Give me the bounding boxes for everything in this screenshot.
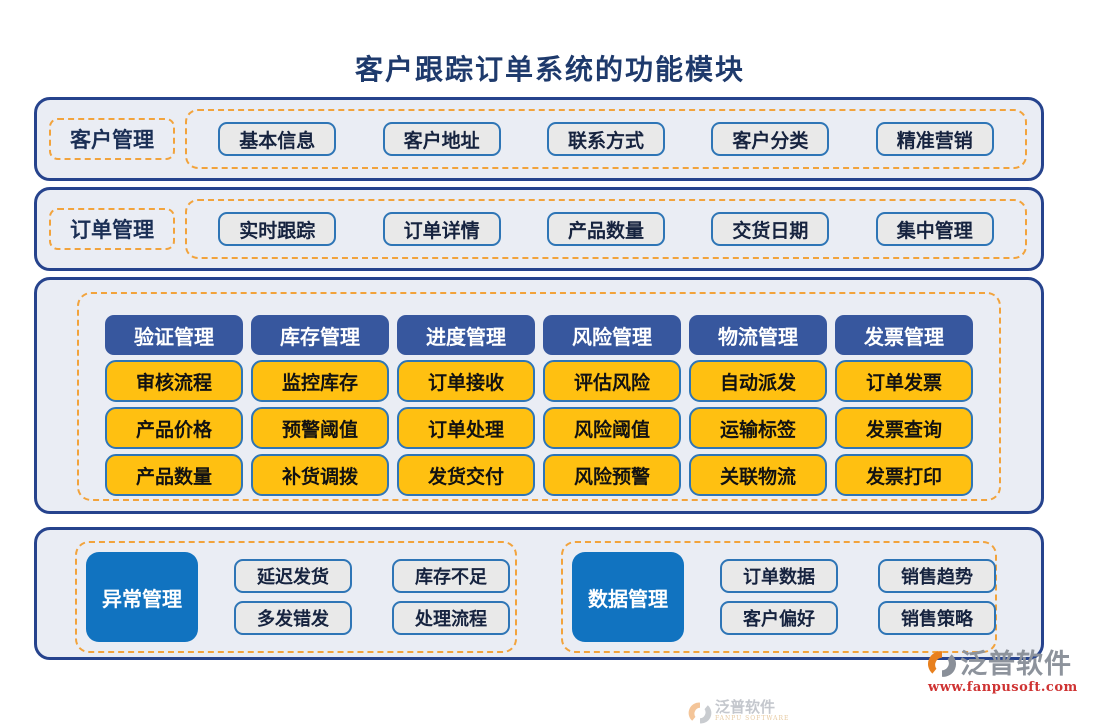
chip-shipping-delivery[interactable]: 发货交付 [397, 454, 535, 496]
chip-customer-category[interactable]: 客户分类 [711, 122, 830, 156]
column-inventory: 库存管理 监控库存 预警阈值 补货调拨 [251, 315, 389, 499]
data-management-group: 数据管理 订单数据 销售趋势 客户偏好 销售策略 [561, 541, 997, 653]
exception-management-group: 异常管理 延迟发货 库存不足 多发错发 处理流程 [75, 541, 517, 653]
chip-product-quantity-mid[interactable]: 产品数量 [105, 454, 243, 496]
module-matrix-section: 验证管理 审核流程 产品价格 产品数量 库存管理 监控库存 预警阈值 补货调拨 … [34, 277, 1044, 724]
logistics-management-header: 物流管理 [689, 315, 827, 355]
inventory-management-header: 库存管理 [251, 315, 389, 355]
chip-over-wrong-shipment[interactable]: 多发错发 [234, 601, 352, 635]
order-management-label: 订单管理 [49, 208, 175, 250]
chip-auto-dispatch[interactable]: 自动派发 [689, 360, 827, 402]
page-title: 客户跟踪订单系统的功能模块 [354, 53, 745, 86]
chip-customer-address[interactable]: 客户地址 [382, 122, 501, 156]
chip-delayed-shipment[interactable]: 延迟发货 [234, 559, 352, 593]
watermark-brand-text: 泛普软件 [960, 648, 1072, 680]
chip-product-quantity[interactable]: 产品数量 [546, 212, 665, 246]
chip-basic-info[interactable]: 基本信息 [218, 122, 337, 156]
exception-management-label: 异常管理 [86, 552, 198, 642]
invoice-management-header: 发票管理 [835, 315, 973, 355]
chip-risk-warning[interactable]: 风险预警 [543, 454, 681, 496]
chip-review-process[interactable]: 审核流程 [105, 360, 243, 402]
chip-warning-threshold[interactable]: 预警阈值 [251, 407, 389, 449]
chip-centralized-management[interactable]: 集中管理 [875, 212, 994, 246]
chip-realtime-tracking[interactable]: 实时跟踪 [218, 212, 337, 246]
chip-customer-preference[interactable]: 客户偏好 [720, 601, 838, 635]
watermark-middle: 泛普软件 FANPU SOFTWARE [687, 700, 789, 726]
chip-order-receive[interactable]: 订单接收 [397, 360, 535, 402]
customer-management-items: 基本信息 客户地址 联系方式 客户分类 精准营销 [185, 109, 1027, 169]
watermark-brand-text: 泛普软件 [715, 698, 776, 716]
chip-risk-assessment[interactable]: 评估风险 [543, 360, 681, 402]
verification-management-header: 验证管理 [105, 315, 243, 355]
chip-replenishment-transfer[interactable]: 补货调拨 [251, 454, 389, 496]
chip-insufficient-stock[interactable]: 库存不足 [392, 559, 510, 593]
customer-management-section: 客户管理 基本信息 客户地址 联系方式 客户分类 精准营销 [34, 97, 1044, 181]
customer-management-label: 客户管理 [49, 118, 175, 160]
column-risk: 风险管理 评估风险 风险阈值 风险预警 [543, 315, 681, 499]
column-invoice: 发票管理 订单发票 发票查询 发票打印 [835, 315, 973, 499]
progress-management-header: 进度管理 [397, 315, 535, 355]
chip-sales-trend[interactable]: 销售趋势 [878, 559, 996, 593]
chip-invoice-query[interactable]: 发票查询 [835, 407, 973, 449]
chip-precise-marketing[interactable]: 精准营销 [875, 122, 994, 156]
chip-handling-process[interactable]: 处理流程 [392, 601, 510, 635]
column-progress: 进度管理 订单接收 订单处理 发货交付 [397, 315, 535, 499]
order-management-items: 实时跟踪 订单详情 产品数量 交货日期 集中管理 [185, 199, 1027, 259]
watermark-url: www.fanpusoft.com [928, 680, 1078, 695]
bottom-section: 异常管理 延迟发货 库存不足 多发错发 处理流程 数据管理 订单数据 销售趋势 … [34, 527, 1044, 660]
watermark-bottom-right: 泛普软件 www.fanpusoft.com [926, 648, 1094, 695]
exception-items-grid: 延迟发货 库存不足 多发错发 处理流程 [234, 559, 510, 635]
chip-order-processing[interactable]: 订单处理 [397, 407, 535, 449]
data-management-label: 数据管理 [572, 552, 684, 642]
fanpu-logo-icon [688, 702, 712, 724]
watermark-brand-subtext: FANPU SOFTWARE [715, 715, 790, 722]
chip-sales-strategy[interactable]: 销售策略 [878, 601, 996, 635]
chip-invoice-print[interactable]: 发票打印 [835, 454, 973, 496]
column-verification: 验证管理 审核流程 产品价格 产品数量 [105, 315, 243, 499]
chip-monitor-inventory[interactable]: 监控库存 [251, 360, 389, 402]
risk-management-header: 风险管理 [543, 315, 681, 355]
module-matrix-group: 验证管理 审核流程 产品价格 产品数量 库存管理 监控库存 预警阈值 补货调拨 … [77, 292, 1001, 501]
fanpu-logo-icon [928, 651, 956, 677]
chip-order-data[interactable]: 订单数据 [720, 559, 838, 593]
chip-product-price[interactable]: 产品价格 [105, 407, 243, 449]
chip-order-invoice[interactable]: 订单发票 [835, 360, 973, 402]
chip-contact-method[interactable]: 联系方式 [546, 122, 665, 156]
data-items-grid: 订单数据 销售趋势 客户偏好 销售策略 [720, 559, 996, 635]
chip-linked-logistics[interactable]: 关联物流 [689, 454, 827, 496]
chip-order-details[interactable]: 订单详情 [382, 212, 501, 246]
order-management-section: 订单管理 实时跟踪 订单详情 产品数量 交货日期 集中管理 [34, 187, 1044, 271]
chip-risk-threshold[interactable]: 风险阈值 [543, 407, 681, 449]
column-logistics: 物流管理 自动派发 运输标签 关联物流 [689, 315, 827, 499]
chip-delivery-date[interactable]: 交货日期 [711, 212, 830, 246]
chip-shipping-label[interactable]: 运输标签 [689, 407, 827, 449]
